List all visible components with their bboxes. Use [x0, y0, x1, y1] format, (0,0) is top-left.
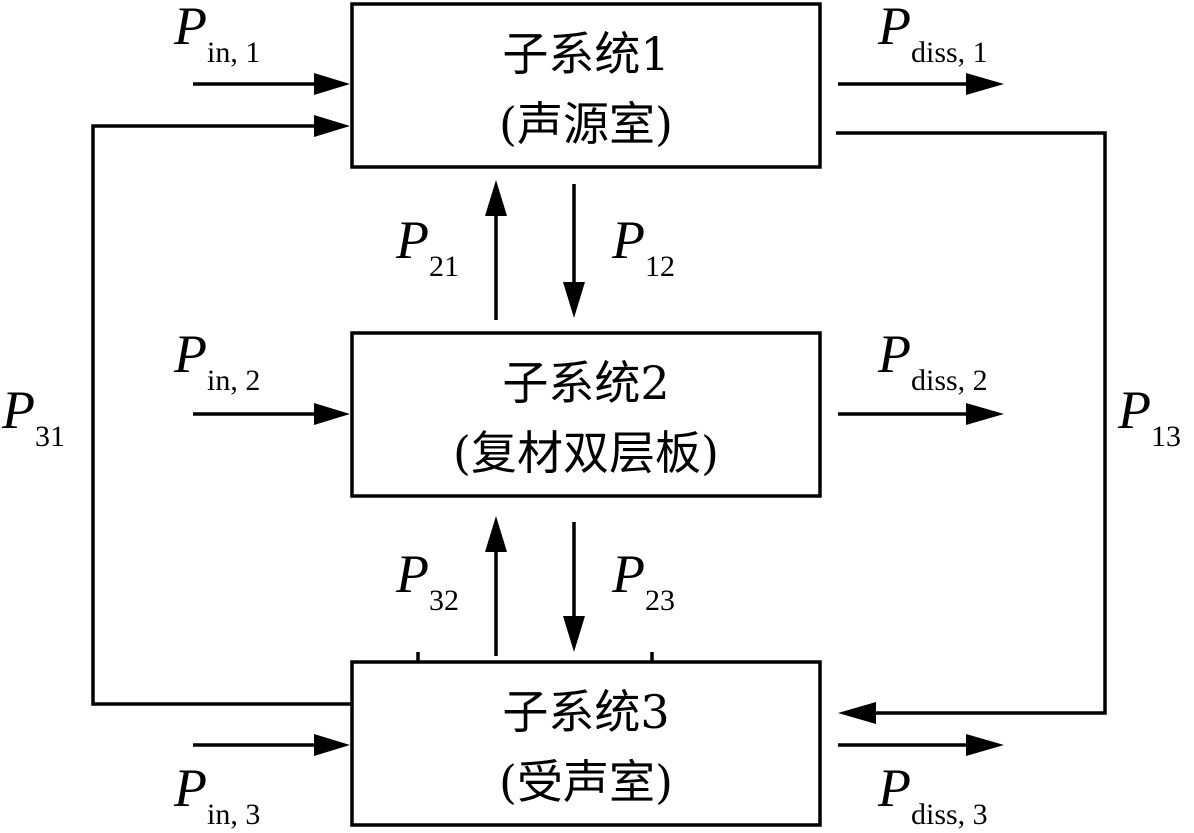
subsystem-1-title: 子系统1 [502, 27, 669, 81]
arrow-in-3 [193, 734, 350, 756]
label-p32: P32 [395, 544, 459, 617]
subsystem-1-box [350, 2, 822, 169]
label-p-diss-3: Pdiss, 3 [877, 758, 988, 831]
arrow-in-2 [193, 403, 350, 425]
arrow-p12 [563, 184, 585, 318]
label-p-diss-1: Pdiss, 1 [877, 0, 988, 69]
arrow-diss-2 [838, 403, 1004, 425]
subsystem-3: 子系统3 (受声室) [350, 652, 822, 827]
arrow-p13-loop [836, 131, 1107, 724]
arrow-p21 [485, 180, 507, 320]
arrow-in-1 [193, 73, 350, 95]
subsystem-1-desc: (声源室) [499, 97, 673, 151]
label-p-in-1: Pin, 1 [173, 0, 260, 69]
subsystem-3-title: 子系统3 [502, 685, 669, 739]
subsystem-3-box [350, 660, 822, 827]
subsystem-1: 子系统1 (声源室) [350, 2, 822, 169]
label-p-in-2: Pin, 2 [173, 324, 260, 397]
label-p12: P12 [611, 210, 675, 283]
label-p23: P23 [611, 544, 675, 617]
label-p21: P21 [395, 210, 459, 283]
subsystem-2-desc: (复材双层板) [453, 426, 719, 480]
label-p-diss-2: Pdiss, 2 [877, 324, 988, 397]
label-p-in-3: Pin, 3 [173, 758, 260, 831]
arrow-p32 [485, 516, 507, 656]
label-p31: P31 [1, 380, 65, 453]
subsystem-2: 子系统2 (复材双层板) [350, 331, 822, 498]
arrow-p23 [563, 522, 585, 652]
subsystem-2-box [350, 331, 822, 498]
arrow-diss-3 [838, 734, 1004, 756]
arrow-diss-1 [838, 73, 1004, 95]
arrow-p31-loop [91, 115, 352, 706]
label-p13: P13 [1117, 380, 1181, 453]
subsystem-2-title: 子系统2 [502, 356, 669, 410]
subsystem-3-desc: (受声室) [499, 755, 673, 809]
